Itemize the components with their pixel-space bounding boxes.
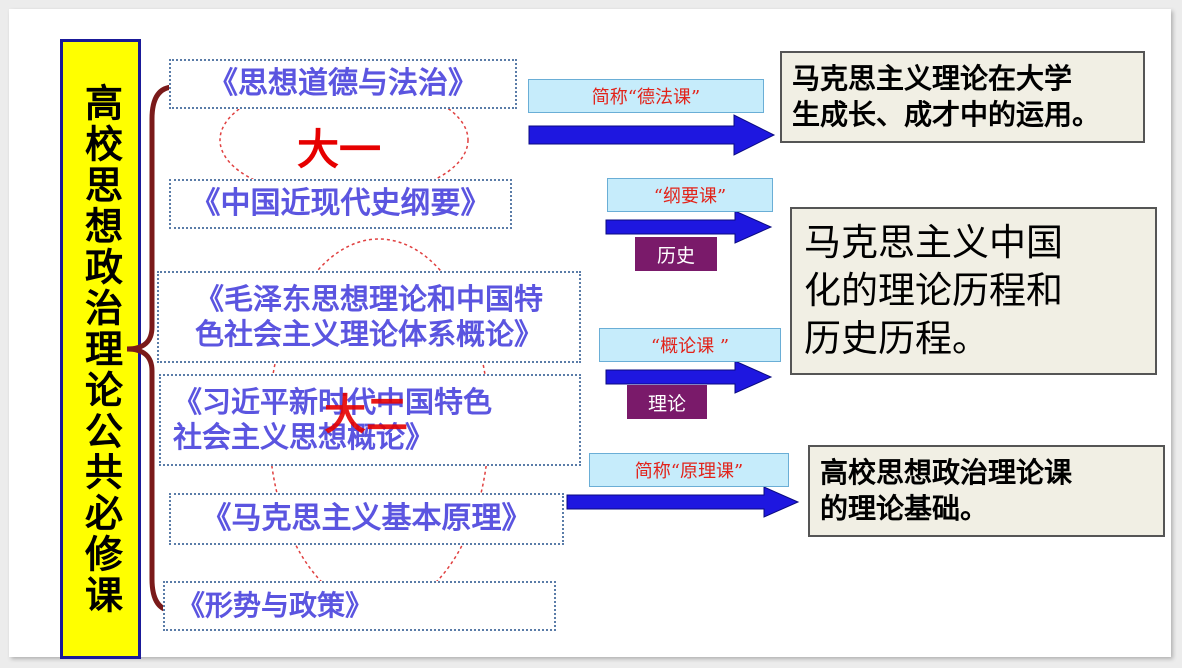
course-xingshi: 《形势与政策》 [177, 589, 374, 623]
description-yuanli: 高校思想政治理论课 的理论基础。 [808, 445, 1165, 537]
course-xijinping-line-1: 《习近平新时代中国特色 [173, 385, 493, 420]
description-fa-line-2: 生成长、成才中的运用。 [792, 98, 1101, 131]
course-gangyao: 《中国近现代史纲要》 [190, 186, 491, 221]
course-box-yuanli: 《马克思主义基本原理》 [169, 493, 564, 545]
nickname-gailun: “概论课 ” [599, 328, 781, 362]
arrow-gangyao [605, 210, 773, 244]
course-box-xingshi: 《形势与政策》 [163, 581, 556, 631]
grade-one-ellipse [219, 81, 469, 199]
course-yuanli: 《马克思主义基本原理》 [201, 501, 532, 536]
arrow-fa [528, 114, 776, 156]
grade-one-label: 大一 [297, 125, 382, 174]
slide: 高校思想政治理论公共必修课 《思想道德与法治》 《中国近现代史纲要》 《毛泽东思… [9, 9, 1171, 659]
description-middle-line-1: 马克思主义中国 [804, 220, 1063, 264]
course-maozedong-line-1: 《毛泽东思想理论和中国特 [194, 282, 543, 317]
nickname-fa: 简称“德法课” [528, 79, 764, 113]
description-middle: 马克思主义中国 化的理论历程和 历史历程。 [790, 207, 1157, 375]
course-box-fa: 《思想道德与法治》 [169, 59, 517, 109]
vertical-title: 高校思想政治理论公共必修课 [78, 82, 123, 616]
description-fa-line-1: 马克思主义理论在大学 [792, 61, 1073, 95]
grouping-brace [126, 84, 175, 614]
nickname-gangyao: “纲要课” [607, 178, 773, 212]
course-maozedong-line-2: 色社会主义理论体系概论》 [194, 317, 543, 351]
course-box-maozedong: 《毛泽东思想理论和中国特 色社会主义理论体系概论》 [157, 271, 581, 363]
arrow-yuanli [566, 486, 800, 518]
description-yuanli-line-1: 高校思想政治理论课 [820, 455, 1073, 489]
course-box-gangyao: 《中国近现代史纲要》 [169, 179, 512, 229]
course-xijinping-line-2: 社会主义思想概论》 [173, 420, 435, 454]
description-middle-line-2: 化的理论历程和 [804, 268, 1063, 312]
arrow-gailun [605, 360, 773, 394]
description-fa: 马克思主义理论在大学 生成长、成才中的运用。 [780, 51, 1145, 143]
description-yuanli-line-2: 的理论基础。 [820, 492, 989, 525]
nickname-yuanli: 简称“原理课” [589, 453, 789, 487]
tag-history: 历史 [635, 237, 717, 271]
description-middle-line-3: 历史历程。 [804, 317, 989, 361]
grade-two-label: 大二 [324, 390, 409, 439]
course-fa: 《思想道德与法治》 [208, 66, 478, 101]
course-box-xijinping: 《习近平新时代中国特色 社会主义思想概论》 [159, 374, 581, 466]
tag-theory: 理论 [627, 385, 707, 419]
